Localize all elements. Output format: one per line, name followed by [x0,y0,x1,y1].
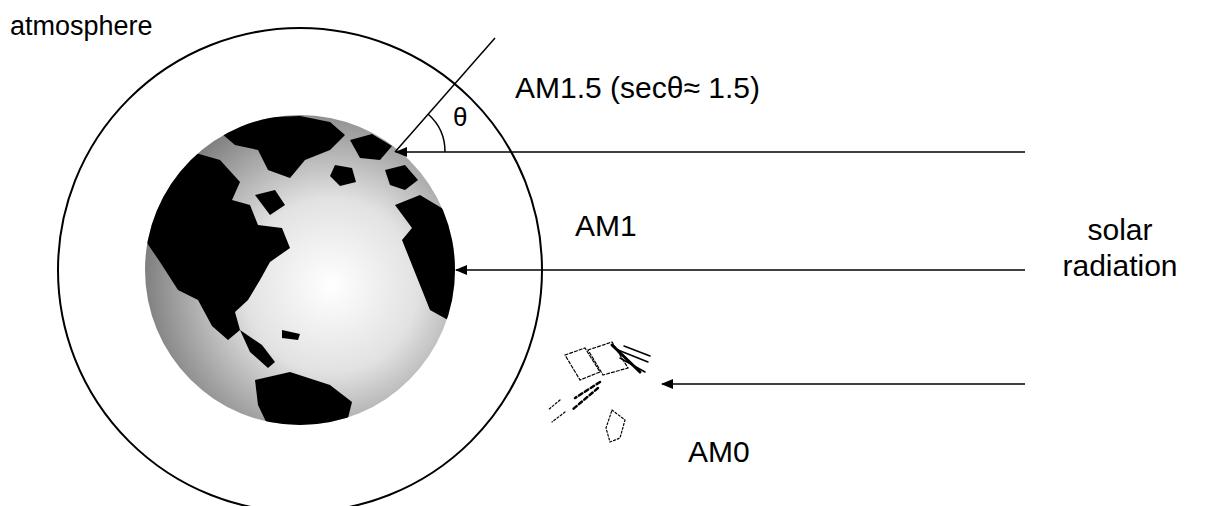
angle-symbol: θ [453,102,467,133]
angle-arc [428,114,445,152]
source-label: solar radiation [1040,212,1200,284]
continents [140,116,460,440]
atmosphere-label: atmosphere [10,10,153,42]
satellite-sketch [548,342,650,442]
atmosphere-circle [58,28,542,506]
zenith-line [395,38,495,152]
ray-am15 [396,151,1025,153]
air-mass-label: AM1.5 (secθ≈ 1.5) [515,70,760,106]
air-mass-label: AM0 [688,434,750,470]
ray-am0 [662,383,1025,385]
air-mass-label: AM1 [575,208,637,244]
ray-am1 [456,269,1025,271]
